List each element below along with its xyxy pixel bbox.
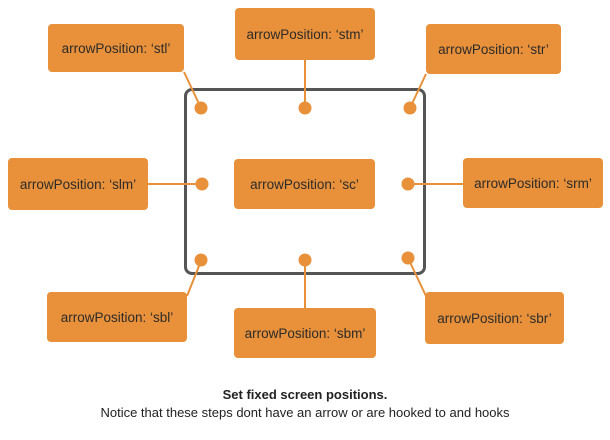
label-text-srm: arrowPosition: ‘srm’ <box>474 175 592 191</box>
label-text-str: arrowPosition: ‘str’ <box>438 41 549 57</box>
label-box-sbr: arrowPosition: ‘sbr’ <box>425 292 564 344</box>
label-box-sc: arrowPosition: ‘sc’ <box>234 159 375 209</box>
label-text-slm: arrowPosition: ‘slm’ <box>19 176 137 192</box>
label-box-sbm: arrowPosition: ‘sbm’ <box>234 308 376 358</box>
anchor-dot-stm <box>298 101 312 115</box>
label-box-stm: arrowPosition: ‘stm’ <box>235 8 375 60</box>
anchor-dot-slm <box>195 177 209 191</box>
label-box-str: arrowPosition: ‘str’ <box>426 24 561 74</box>
connector-stl <box>183 71 202 109</box>
anchor-dot-sbm <box>298 253 312 267</box>
label-box-slm: arrowPosition: ‘slm’ <box>8 158 148 210</box>
connector-sbr <box>407 257 427 297</box>
caption-title: Set fixed screen positions. <box>222 387 388 402</box>
label-text-sbr: arrowPosition: ‘sbr’ <box>437 310 552 326</box>
caption-note: Notice that these steps dont have an arr… <box>100 405 510 420</box>
label-box-srm: arrowPosition: ‘srm’ <box>463 158 603 208</box>
anchor-dot-sbr <box>401 251 415 265</box>
anchor-dot-srm <box>401 177 415 191</box>
anchor-dot-sbl <box>194 253 208 267</box>
label-box-sbl: arrowPosition: ‘sbl’ <box>47 292 187 342</box>
anchor-dot-str <box>403 101 417 115</box>
label-text-stl: arrowPosition: ‘stl’ <box>61 40 171 56</box>
label-text-sbm: arrowPosition: ‘sbm’ <box>244 325 366 341</box>
label-text-sbl: arrowPosition: ‘sbl’ <box>60 309 174 325</box>
anchor-dot-stl <box>194 101 208 115</box>
connector-sbl <box>186 260 202 297</box>
label-text-sc: arrowPosition: ‘sc’ <box>250 176 359 192</box>
label-box-stl: arrowPosition: ‘stl’ <box>48 24 184 72</box>
label-text-stm: arrowPosition: ‘stm’ <box>246 26 364 42</box>
